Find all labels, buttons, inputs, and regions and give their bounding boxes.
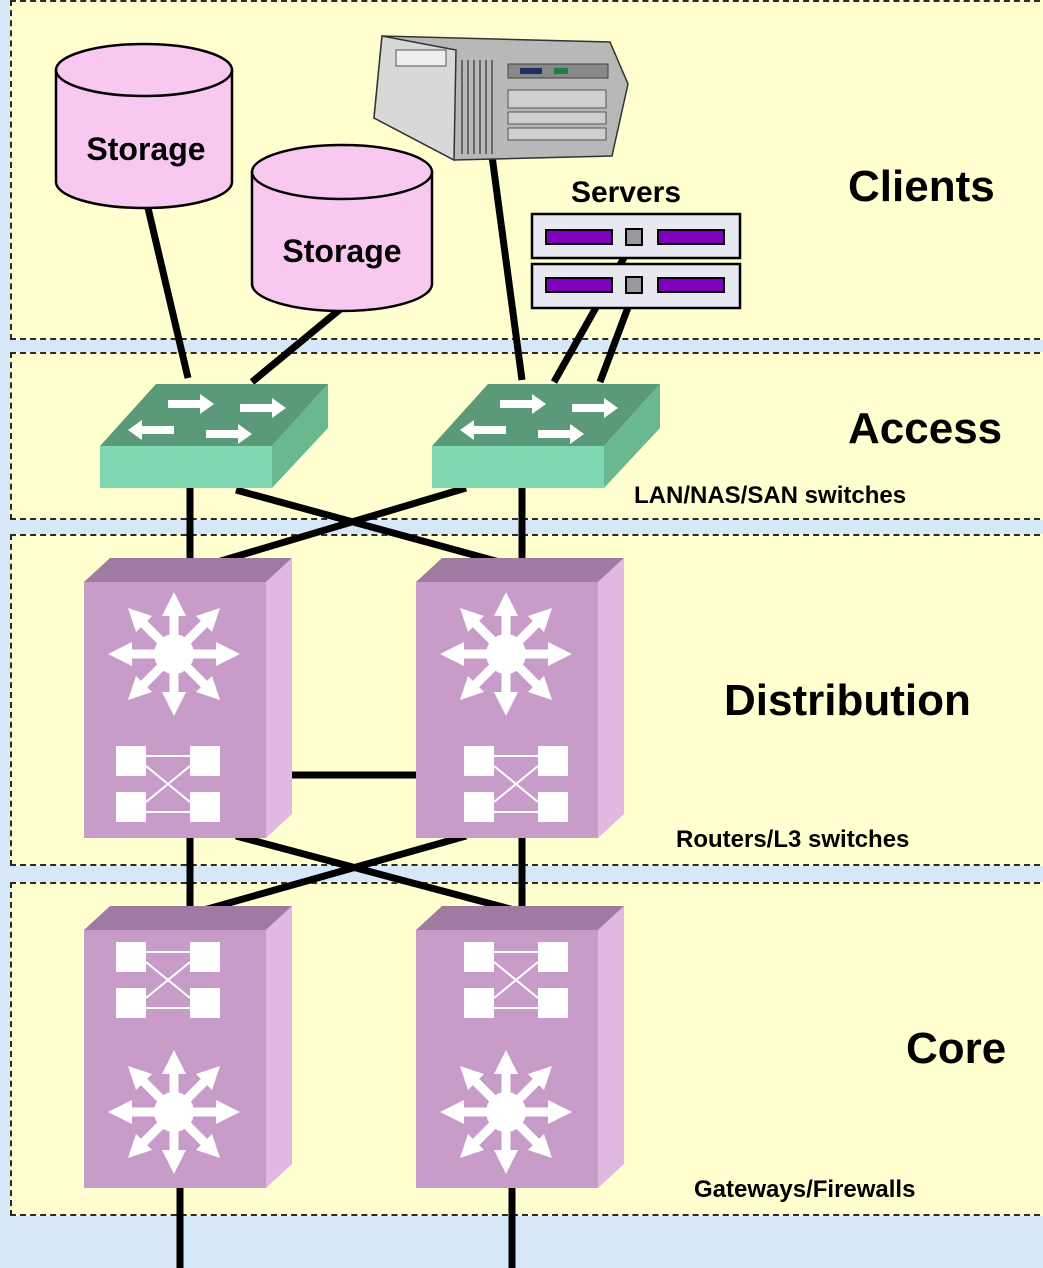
core-router-left (84, 906, 292, 1188)
distribution-title: Distribution (724, 676, 971, 725)
clients-title: Clients (848, 162, 995, 211)
storage-label-2: Storage (282, 233, 401, 269)
servers-label: Servers (571, 176, 681, 209)
access-title: Access (848, 404, 1003, 453)
links (144, 155, 640, 1268)
access-caption: LAN/NAS/SAN switches (634, 482, 907, 509)
distribution-router-right (416, 558, 624, 838)
storage-cylinder-2: Storage (250, 143, 434, 313)
rack-servers (530, 212, 742, 310)
storage-label-1: Storage (86, 131, 205, 167)
distribution-router-left (84, 558, 292, 838)
tower-server (373, 35, 629, 162)
access-switch-right (432, 384, 660, 488)
distribution-caption: Routers/L3 switches (676, 826, 910, 853)
storage-cylinder-1: Storage (54, 42, 234, 210)
core-title: Core (906, 1024, 1007, 1073)
core-caption: Gateways/Firewalls (694, 1176, 916, 1203)
access-switch-left (100, 384, 328, 488)
core-router-right (416, 906, 624, 1188)
